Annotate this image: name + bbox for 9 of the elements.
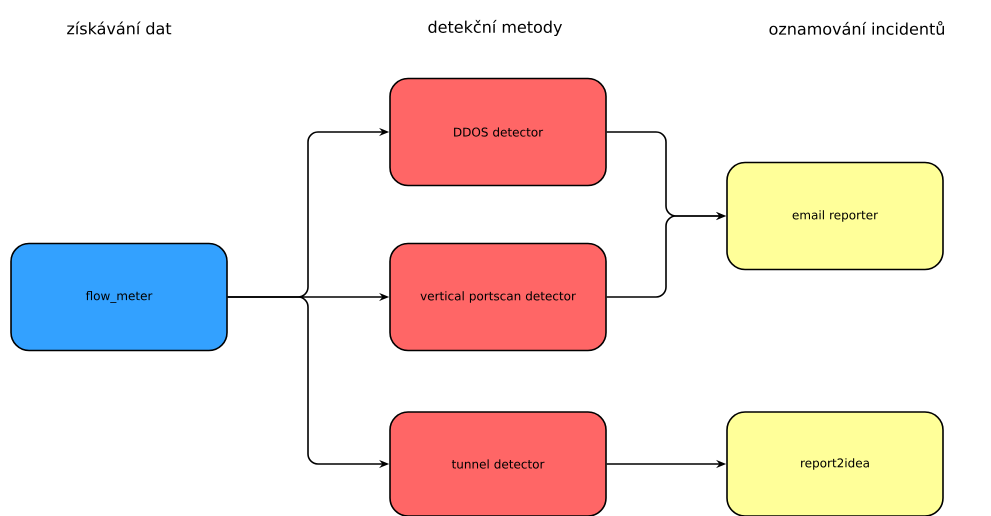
process-box: email reporter	[726, 162, 944, 270]
process-box: report2idea	[726, 411, 944, 516]
column-heading: oznamování incidentů	[769, 21, 944, 35]
process-box: flow_meter	[10, 242, 228, 352]
column-heading: získávání dat	[67, 21, 172, 34]
process-box: tunnel detector	[389, 411, 607, 516]
process-box: vertical portscan detector	[389, 242, 607, 352]
process-box: DDOS detector	[389, 78, 607, 186]
column-heading: detekční metody	[428, 20, 562, 36]
